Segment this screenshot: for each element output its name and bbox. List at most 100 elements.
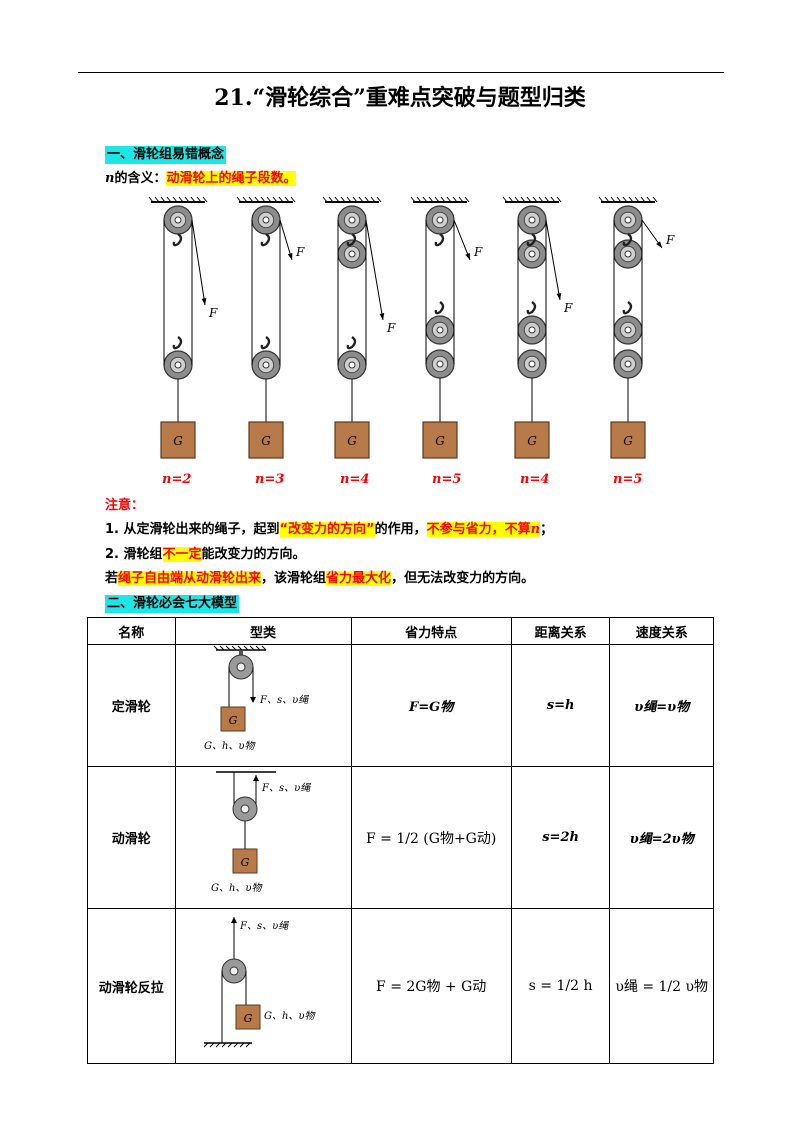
row3-figure: G F、s、υ绳 G、h、υ物 <box>174 908 352 1064</box>
row3-name: 动滑轮反拉 <box>87 908 176 1064</box>
row3-bottom-label: G、h、υ物 <box>264 1010 317 1022</box>
note-line-1: 1. 从定滑轮出来的绳子，起到“改变力的方向”的作用，不参与省力，不算n； <box>105 521 553 539</box>
header-name: 名称 <box>87 617 176 645</box>
row1-name: 定滑轮 <box>87 644 176 767</box>
n-label-1: n=2 <box>162 472 192 487</box>
header-speed: 速度关系 <box>609 617 714 645</box>
weight-block-4 <box>422 421 458 459</box>
note2-b: 不一定 <box>162 547 202 562</box>
models-table: 名称 型类 省力特点 距离关系 速度关系 定滑轮 G F、s、υ绳 G、h <box>87 617 714 1064</box>
force-arrow-6 <box>656 241 662 248</box>
note3-c: ，该滑轮组 <box>261 571 327 586</box>
force-line-1 <box>191 219 206 306</box>
force-arrow-2 <box>287 253 293 260</box>
force-label-4: F <box>473 245 483 259</box>
note1-f: ； <box>540 522 554 537</box>
hook-mid-1 <box>172 336 183 350</box>
weight-block-5 <box>514 421 550 459</box>
force-label-5: F <box>563 301 573 315</box>
weight-label-3: G <box>347 434 357 448</box>
hook-mid-4 <box>434 301 445 315</box>
force-arrow-3 <box>379 313 385 320</box>
n-label-6: n=5 <box>613 472 643 487</box>
movable-pulley-figure: G F、s、υ绳 G、h、υ物 <box>211 771 311 894</box>
note-line-2: 2. 滑轮组不一定能改变力的方向。 <box>105 546 306 564</box>
svg-text:G: G <box>228 714 237 727</box>
hook-top-2 <box>260 233 271 247</box>
force-line-5 <box>545 219 561 301</box>
row2-bottom-label: G、h、υ物 <box>211 882 264 894</box>
section2-heading: 二、滑轮必会七大模型 <box>105 595 240 613</box>
note1-c: 的作用， <box>374 522 427 537</box>
row3-top-label: F、s、υ绳 <box>239 920 289 932</box>
page-title: 21.“滑轮综合”重难点突破与题型归类 <box>214 85 586 111</box>
hook-mid-3 <box>346 336 357 350</box>
note1-b: “改变力的方向” <box>279 522 375 537</box>
hook-mid-6 <box>622 301 633 315</box>
row3-force: F = 2G物 + G动 <box>350 908 512 1064</box>
notes-heading: 注意： <box>105 498 145 513</box>
table-row: 定滑轮 G F、s、υ绳 G、h、υ物 F=G物 s=h υ绳=υ物 <box>87 644 714 767</box>
n-label-5: n=4 <box>520 472 550 487</box>
row1-figure: G F、s、υ绳 G、h、υ物 <box>174 644 352 767</box>
force-label-2: F <box>295 245 305 259</box>
row3-speed: υ绳 = 1/2 υ物 <box>609 908 714 1064</box>
force-label-1: F <box>208 306 218 320</box>
hook-top-5 <box>526 233 537 247</box>
force-line-2 <box>279 219 293 261</box>
weight-label-5: G <box>527 434 537 448</box>
header-force: 省力特点 <box>350 617 512 645</box>
force-label-3: F <box>386 321 396 335</box>
n-definition: n的含义：动滑轮上的绳子段数。 <box>105 170 297 188</box>
n-label: 的含义： <box>114 171 167 186</box>
weight-label-6: G <box>623 434 633 448</box>
table-row: 动滑轮 G F、s、υ绳 G、h、υ物 F = 1/2 (G物+G动) s=2h… <box>87 766 714 909</box>
force-arrow-1 <box>201 298 207 305</box>
row2-speed: υ绳=2υ物 <box>609 766 714 909</box>
hook-mid-5 <box>526 301 537 315</box>
weight-block-3 <box>334 421 370 459</box>
note-line-3: 若绳子自由端从动滑轮出来，该滑轮组省力最大化，但无法改变力的方向。 <box>105 570 534 588</box>
force-label-6: F <box>665 233 675 247</box>
svg-text:G: G <box>240 856 249 869</box>
hook-top-6 <box>622 233 633 247</box>
note2-c: 能改变力的方向。 <box>201 547 306 562</box>
note3-d: 省力最大化 <box>326 571 392 586</box>
hook-mid-2 <box>260 336 271 350</box>
hook-top-3 <box>346 233 357 247</box>
hook-top-4 <box>434 233 445 247</box>
row1-top-label: F、s、υ绳 <box>259 694 309 706</box>
force-arrow-4 <box>465 253 470 260</box>
row1-force: F=G物 <box>350 644 512 767</box>
note2-a: 2. 滑轮组 <box>105 547 163 562</box>
note3-e: ，但无法改变力的方向。 <box>391 571 535 586</box>
note3-b: 绳子自由端从动滑轮出来 <box>118 571 262 586</box>
fixed-pulley-figure: G F、s、υ绳 G、h、υ物 <box>204 645 309 752</box>
section1-heading: 一、滑轮组易错概念 <box>105 146 227 164</box>
n-meaning: 动滑轮上的绳子段数。 <box>166 171 297 186</box>
hook-top-1 <box>172 233 183 247</box>
note3-a: 若 <box>105 571 119 586</box>
header-type: 型类 <box>174 617 352 645</box>
reverse-movable-pulley-figure: G F、s、υ绳 G、h、υ物 <box>203 917 317 1048</box>
row2-figure: G F、s、υ绳 G、h、υ物 <box>174 766 352 909</box>
header-distance: 距离关系 <box>510 617 611 645</box>
row2-force: F = 1/2 (G物+G动) <box>350 766 512 909</box>
weight-label-4: G <box>435 434 445 448</box>
note1-e: n <box>530 522 541 537</box>
n-label-4: n=5 <box>432 472 462 487</box>
weight-block-6 <box>610 421 646 459</box>
row2-distance: s=2h <box>510 766 611 909</box>
top-rule <box>78 72 724 73</box>
table-row: 动滑轮反拉 G F、s、υ绳 G、h、υ物 F = 2G物 + G动 s = 1… <box>87 908 714 1064</box>
row1-bottom-label: G、h、υ物 <box>204 740 257 752</box>
table-header-row: 名称 型类 省力特点 距离关系 速度关系 <box>87 617 714 645</box>
weight-block-1 <box>160 421 196 459</box>
force-line-3 <box>365 219 384 321</box>
n-label-2: n=3 <box>255 472 285 487</box>
row2-top-label: F、s、υ绳 <box>261 782 311 794</box>
force-line-4 <box>453 219 471 261</box>
weight-label-2: G <box>261 434 271 448</box>
row2-name: 动滑轮 <box>87 766 176 909</box>
